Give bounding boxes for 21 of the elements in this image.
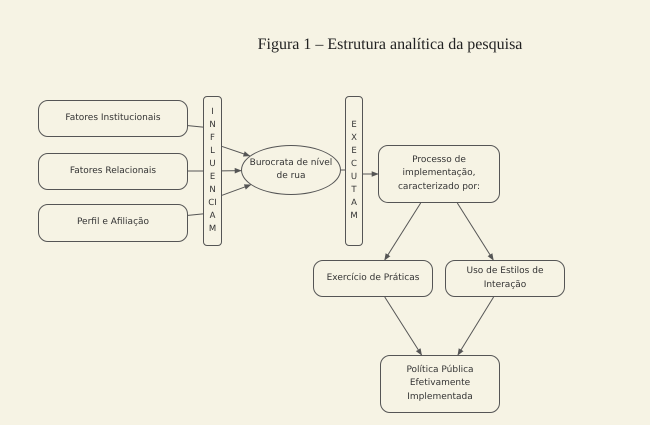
node-label: Uso de Estilos de Interação — [466, 265, 544, 292]
vertical-label-bar — [345, 96, 363, 246]
node-label: Fatores Relacionais — [70, 164, 156, 178]
process-box — [445, 260, 565, 297]
process-box — [38, 153, 188, 190]
process-box — [38, 100, 188, 137]
process-box — [38, 204, 188, 242]
process-box — [313, 260, 433, 297]
vertical-verb-label: INFLUENCIAM — [208, 106, 217, 236]
node-label: Burocrata de nível de rua — [248, 156, 334, 183]
process-box — [378, 145, 500, 203]
vertical-verb-label: EXECUTAM — [350, 119, 358, 223]
node-label: Fatores Institucionais — [65, 112, 161, 125]
figure-title: Figura 1 – Estrutura analítica da pesquisa — [256, 36, 524, 54]
actor-ellipse — [241, 145, 341, 195]
vertical-label-bar — [203, 96, 222, 246]
node-label: Processo de implementação, caracterizado por: — [396, 154, 481, 194]
node-label: Perfil e Afiliação — [76, 216, 150, 230]
node-label: Política Pública Efetivamente Implementada — [405, 364, 475, 404]
process-box — [380, 355, 500, 413]
node-label: Exercício de Práticas — [326, 272, 420, 285]
